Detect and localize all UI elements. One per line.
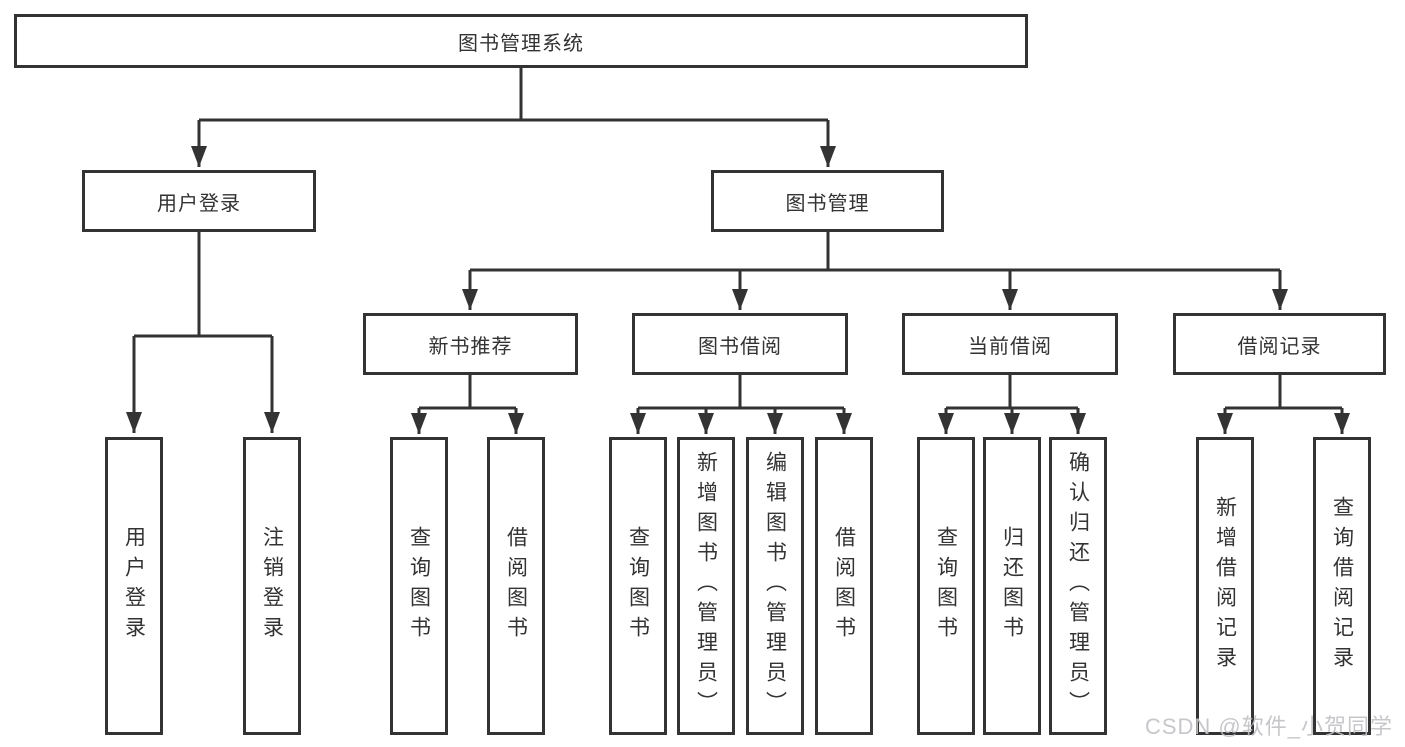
node-root-label: 图书管理系统 bbox=[458, 32, 584, 55]
leaf-br-add-record: 新增借阅记录 bbox=[1196, 437, 1254, 735]
connector-book-borrow-bracket bbox=[638, 375, 844, 410]
leaf-bb-borrow-books: 借阅图书 bbox=[815, 437, 873, 735]
node-book-mgmt-label: 图书管理 bbox=[785, 192, 870, 215]
leaf-br-query-record-label: 查询借阅记录 bbox=[1330, 496, 1354, 676]
node-book-borrow: 图书借阅 bbox=[632, 313, 848, 375]
leaf-bb-borrow-books-label: 借阅图书 bbox=[832, 526, 856, 646]
leaf-bb-add-books-admin: 新增图书（管理员） bbox=[677, 437, 735, 735]
leaf-br-add-record-label: 新增借阅记录 bbox=[1213, 496, 1237, 676]
leaf-cb-confirm-return-admin: 确认归还（管理员） bbox=[1049, 437, 1107, 735]
node-new-book-rec: 新书推荐 bbox=[363, 313, 578, 375]
connector-book-mgmt-bracket bbox=[470, 232, 1280, 272]
leaf-user-login: 用户登录 bbox=[105, 437, 163, 735]
leaf-bb-edit-books-admin: 编辑图书（管理员） bbox=[746, 437, 804, 735]
leaf-nbr-borrow-books-label: 借阅图书 bbox=[504, 526, 528, 646]
node-book-mgmt: 图书管理 bbox=[711, 170, 944, 232]
leaf-nbr-query-books: 查询图书 bbox=[390, 437, 448, 735]
leaf-logout-label: 注销登录 bbox=[260, 526, 284, 646]
leaf-cb-return-books: 归还图书 bbox=[983, 437, 1041, 735]
leaf-br-query-record: 查询借阅记录 bbox=[1313, 437, 1371, 735]
leaf-bb-query-books: 查询图书 bbox=[609, 437, 667, 735]
node-borrow-record-label: 借阅记录 bbox=[1237, 335, 1322, 358]
node-root: 图书管理系统 bbox=[14, 14, 1028, 68]
connector-borrow-record-bracket bbox=[1225, 375, 1342, 410]
node-current-borrow-label: 当前借阅 bbox=[968, 335, 1052, 358]
connector-user-login-bracket bbox=[134, 232, 272, 338]
leaf-user-login-label: 用户登录 bbox=[122, 526, 146, 646]
leaf-logout: 注销登录 bbox=[243, 437, 301, 735]
leaf-bb-query-books-label: 查询图书 bbox=[626, 526, 650, 646]
watermark: CSDN @软件_小贺同学 bbox=[1144, 714, 1393, 739]
node-book-borrow-label: 图书借阅 bbox=[698, 335, 782, 358]
node-current-borrow: 当前借阅 bbox=[902, 313, 1118, 375]
leaf-nbr-query-books-label: 查询图书 bbox=[407, 526, 431, 646]
leaf-cb-query-books-label: 查询图书 bbox=[934, 526, 958, 646]
connector-new-book-rec-bracket bbox=[419, 375, 516, 410]
leaf-cb-confirm-return-admin-label: 确认归还（管理员） bbox=[1066, 451, 1090, 721]
node-user-login-label: 用户登录 bbox=[157, 192, 241, 215]
node-user-login: 用户登录 bbox=[82, 170, 316, 232]
leaf-nbr-borrow-books: 借阅图书 bbox=[487, 437, 545, 735]
leaf-cb-return-books-label: 归还图书 bbox=[1000, 526, 1024, 646]
leaf-cb-query-books: 查询图书 bbox=[917, 437, 975, 735]
node-borrow-record: 借阅记录 bbox=[1173, 313, 1386, 375]
node-new-book-rec-label: 新书推荐 bbox=[428, 335, 513, 358]
connector-root-stem bbox=[199, 68, 828, 122]
leaf-bb-edit-books-admin-label: 编辑图书（管理员） bbox=[763, 451, 787, 721]
leaf-bb-add-books-admin-label: 新增图书（管理员） bbox=[694, 451, 718, 721]
connector-current-borrow-bracket bbox=[946, 375, 1078, 410]
